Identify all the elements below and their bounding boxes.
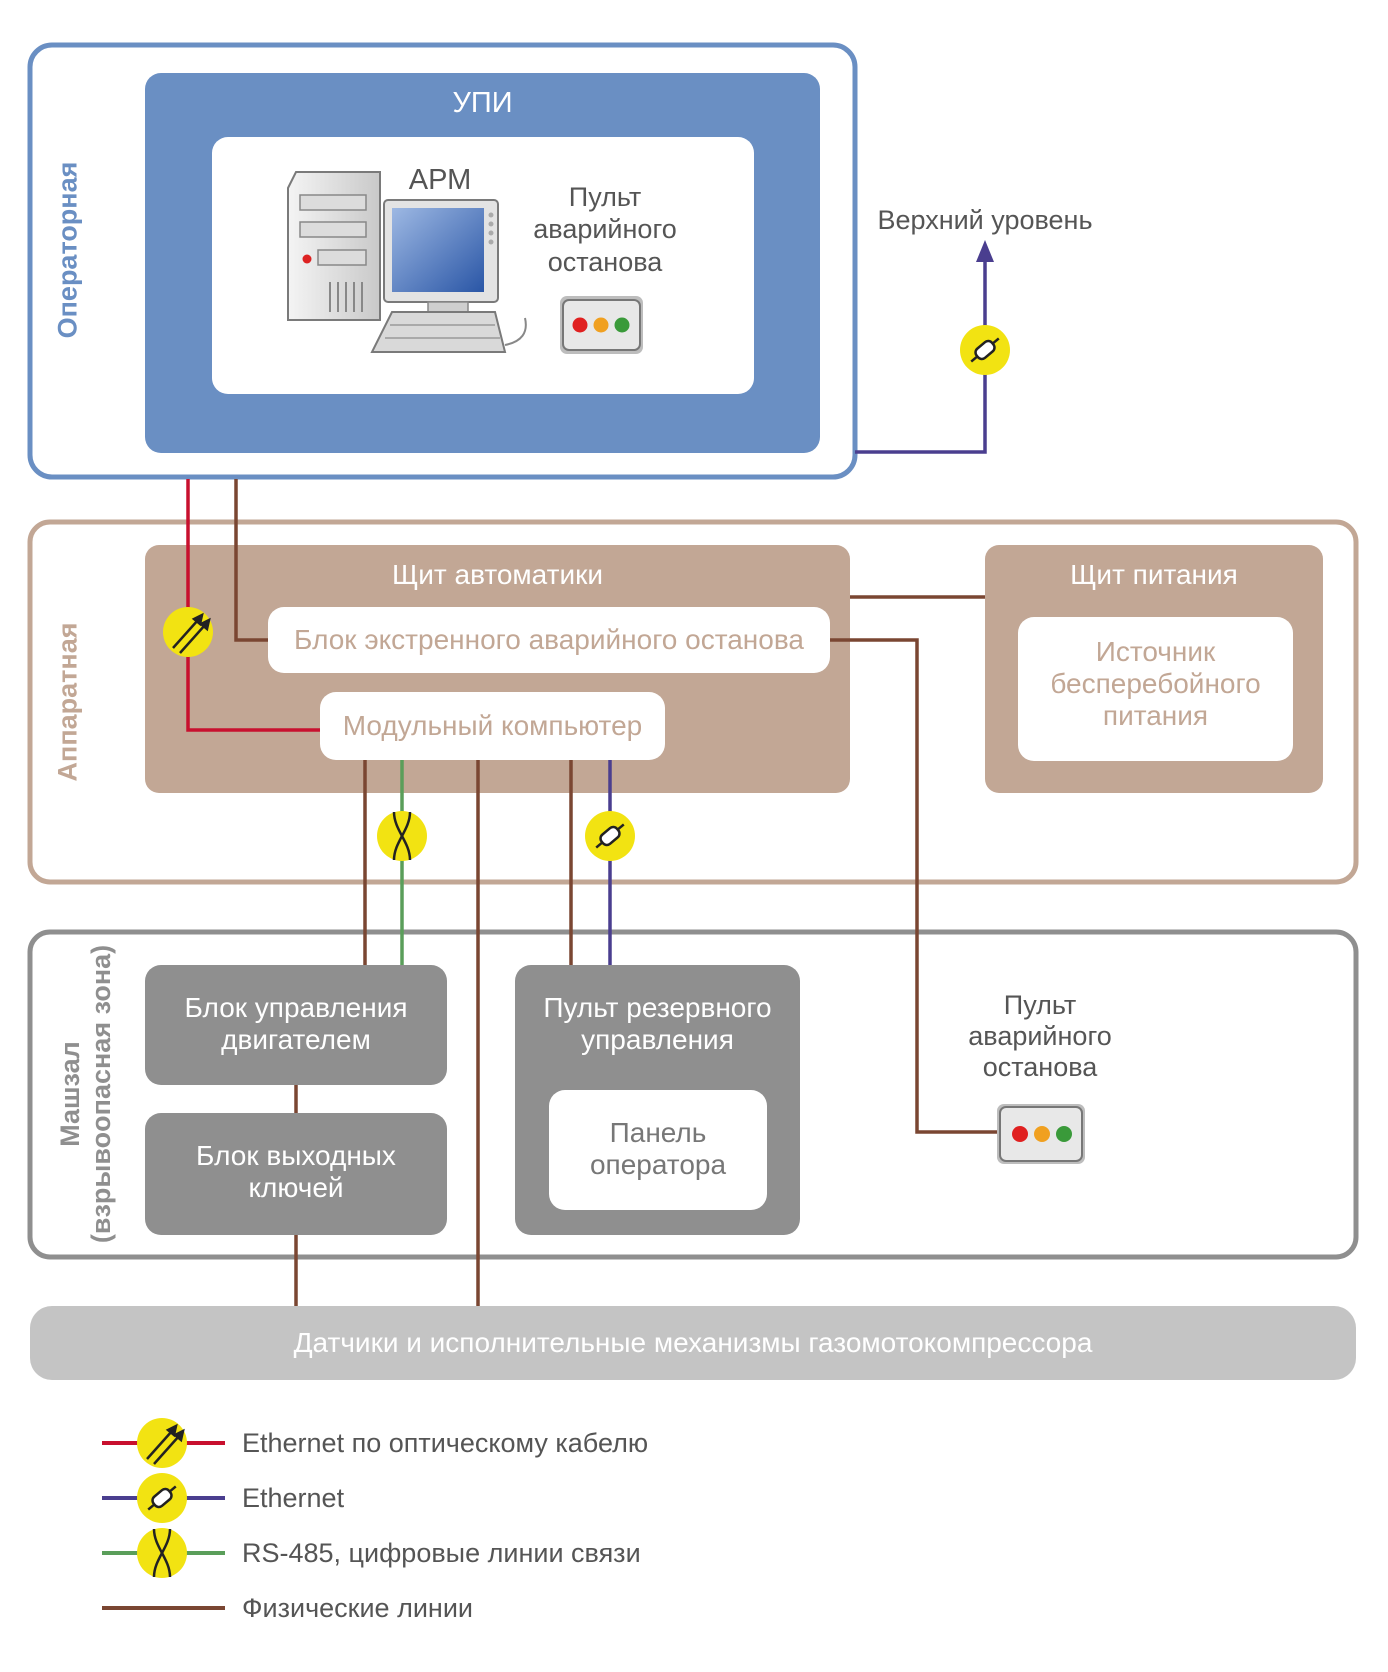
operator-panel-label: Панель оператора <box>589 1117 727 1181</box>
upi-emergency-console-label: Пульт аварийного останова <box>533 182 677 277</box>
upper-level-arrow-icon <box>976 240 994 262</box>
operator-panel-block <box>549 1090 767 1210</box>
legend-label-ethernet: Ethernet <box>242 1483 345 1513</box>
fiber-optic-icon <box>163 607 213 657</box>
ethernet-icon <box>585 811 635 861</box>
upper-level-label: Верхний уровень <box>877 205 1093 235</box>
legend-graphics <box>102 1418 225 1610</box>
output-keys-label: Блок выходных ключей <box>196 1140 396 1204</box>
physical-line-upi-emergency <box>234 479 268 642</box>
workstation-computer-icon <box>287 171 527 353</box>
emergency-stop-console-icon <box>560 296 643 354</box>
physical-line-to-field-console <box>830 638 1002 1134</box>
arm-label: АРМ <box>408 164 472 196</box>
legend-label-rs485: RS-485, цифровые линии связи <box>242 1538 641 1568</box>
motor-control-label: Блок управления двигателем <box>184 992 408 1056</box>
zone-label-operator: Операторная <box>52 161 83 339</box>
sensors-bar-label: Датчики и исполнительные механизмы газом… <box>293 1327 1093 1358</box>
legend-label-physical: Физические линии <box>242 1593 473 1623</box>
legend-label-fiber: Ethernet по оптическому кабелю <box>242 1428 649 1458</box>
field-emergency-console-label: Пульт аварийного останова <box>968 990 1112 1083</box>
output-keys-block <box>145 1113 447 1235</box>
fiber-optic-line <box>186 479 320 732</box>
backup-console-label: Пульт резервного управления <box>543 992 772 1056</box>
rs485-icon <box>377 811 427 861</box>
zone-label-hardware: Аппаратная <box>52 622 83 782</box>
zone-label-machine-hall: Машзал (взрывоопасная зона) <box>54 944 116 1244</box>
ups-block <box>1018 617 1293 761</box>
motor-control-block <box>145 965 447 1085</box>
power-cabinet-title: Щит питания <box>1070 559 1238 590</box>
upi-title: УПИ <box>452 87 513 119</box>
automation-cabinet-title: Щит автоматики <box>392 559 603 590</box>
ups-label: Источник бесперебойного питания <box>1050 636 1261 732</box>
field-emergency-stop-console-icon <box>997 1104 1085 1164</box>
emergency-stop-block <box>268 607 830 673</box>
modular-computer-block <box>320 692 665 760</box>
modular-computer-label: Модульный компьютер <box>342 710 643 741</box>
ethernet-icon <box>960 325 1010 375</box>
ethernet-line-upper-level <box>855 255 987 454</box>
connection-lines <box>186 255 1002 1306</box>
emergency-stop-block-label: Блок экстренного аварийного останова <box>294 624 804 655</box>
sensors-bar <box>30 1306 1356 1380</box>
